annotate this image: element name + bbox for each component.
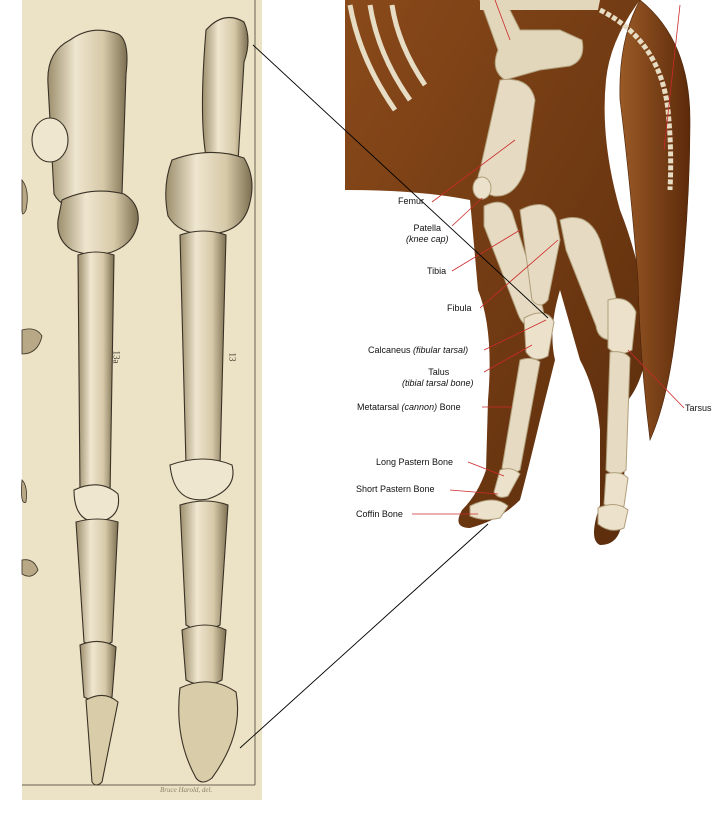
short-pastern-13 bbox=[182, 625, 226, 685]
cannon-13a bbox=[78, 252, 114, 500]
label-patella: Patella(knee cap) bbox=[406, 223, 449, 245]
far-cannon bbox=[606, 352, 630, 474]
connector-hoof bbox=[240, 524, 488, 748]
far-pastern bbox=[604, 473, 628, 509]
calcaneus-13a bbox=[32, 118, 68, 162]
bone-coffin bbox=[470, 500, 508, 520]
plate-caption: Bruce Harold, del. bbox=[160, 786, 212, 794]
far-coffin bbox=[598, 504, 628, 530]
short-pastern-13a bbox=[80, 641, 116, 701]
bone-patella bbox=[473, 177, 491, 199]
label-short-pastern: Short Pastern Bone bbox=[356, 484, 435, 495]
far-tarsus bbox=[608, 299, 636, 354]
label-calcaneus: Calcaneus (fibular tarsal) bbox=[368, 345, 468, 356]
plate-mark-13a: 13a bbox=[112, 351, 122, 364]
label-femur: Femur bbox=[398, 196, 424, 207]
plate-mark-13: 13 bbox=[228, 353, 238, 362]
label-talus: Talus(tibial tarsal bone) bbox=[404, 367, 474, 389]
label-fibula: Fibula bbox=[447, 303, 472, 314]
label-coffin: Coffin Bone bbox=[356, 509, 403, 520]
label-tibia: Tibia bbox=[427, 266, 446, 277]
label-metatarsal: Metatarsal (cannon) Bone bbox=[357, 402, 461, 413]
long-pastern-13 bbox=[180, 501, 228, 630]
label-tarsus: Tarsus bbox=[685, 403, 712, 414]
label-long-pastern: Long Pastern Bone bbox=[376, 457, 453, 468]
cannon-13 bbox=[180, 231, 226, 470]
engraving-plate bbox=[22, 0, 263, 800]
tarsals-13 bbox=[166, 152, 252, 234]
